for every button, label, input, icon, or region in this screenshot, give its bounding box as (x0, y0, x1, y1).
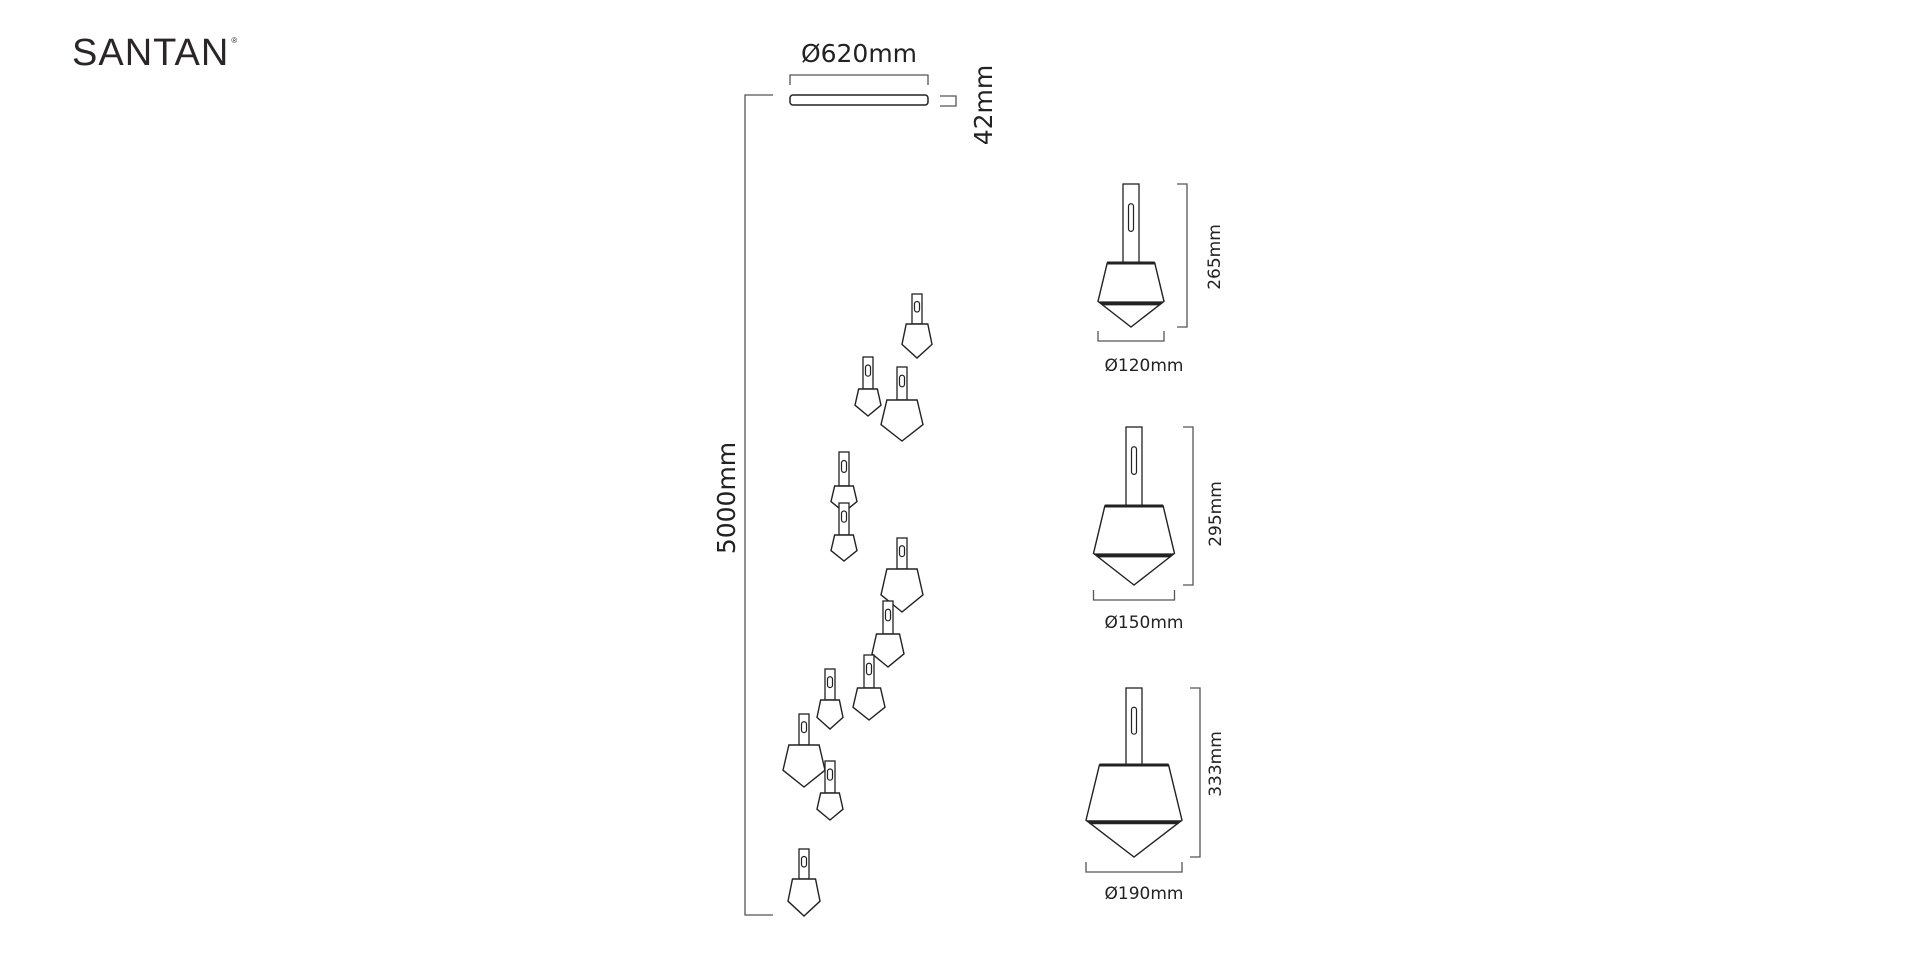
stem-slot (840, 510, 848, 523)
stem (798, 848, 810, 880)
stem (911, 293, 923, 325)
detail-3-diameter-label: Ø190mm (1105, 884, 1184, 904)
detail-1-diameter-label: Ø120mm (1105, 356, 1184, 376)
stem-slot (913, 300, 921, 313)
detail-3-width-bracket (1085, 862, 1183, 873)
stem (824, 760, 836, 794)
glass-shade (830, 485, 858, 513)
stem (1122, 183, 1140, 264)
detail-2-height-label: 295mm (1206, 481, 1226, 547)
stem (862, 356, 874, 390)
pendant-9 (816, 668, 844, 730)
pendant-10 (782, 713, 826, 788)
canopy-diameter-label: Ø620mm (801, 39, 917, 68)
registered-mark: ® (231, 36, 239, 45)
pendant-4 (830, 451, 858, 513)
overall-drop-bracket (744, 94, 773, 916)
glass-shade (830, 534, 858, 562)
stem-slot (1130, 446, 1138, 475)
pendant-11 (816, 760, 844, 821)
canopy (789, 94, 929, 106)
detail-1-width-bracket (1097, 331, 1165, 342)
pendant-2 (854, 356, 882, 417)
detail-3-height-label: 333mm (1206, 731, 1226, 797)
stem (824, 668, 836, 701)
stem-slot (1127, 203, 1135, 232)
stem-slot (826, 676, 834, 689)
stem-slot (826, 768, 834, 781)
detail-3-height-bracket (1190, 687, 1201, 858)
detail-pendant-2 (1092, 426, 1176, 586)
detail-2-height-bracket (1183, 426, 1194, 586)
pendant-detail-drawings (1085, 183, 1201, 873)
shade-band (1098, 301, 1164, 306)
canopy-height-bracket (940, 95, 957, 107)
stem-slot (800, 721, 808, 734)
stem (798, 713, 810, 746)
glass-shade (1097, 262, 1165, 328)
detail-2-width-bracket (1092, 590, 1176, 601)
glass-shade (782, 744, 826, 788)
stem (896, 537, 908, 570)
pendant-7 (871, 600, 905, 668)
stem (863, 654, 875, 689)
detail-2-diameter-label: Ø150mm (1105, 613, 1184, 633)
glass-shade (901, 323, 933, 359)
detail-pendant-1 (1097, 183, 1165, 328)
pendant-8 (852, 654, 886, 721)
stem-slot (865, 662, 873, 676)
brand-logo: SANTAN® (72, 32, 238, 75)
brand-name: SANTAN (72, 32, 230, 74)
stem (1125, 426, 1143, 507)
glass-shade (787, 878, 821, 917)
pendant-12 (787, 848, 821, 917)
glass-shade (1085, 764, 1183, 858)
stem-slot (898, 545, 906, 558)
main-fixture-drawing (357, 0, 957, 917)
overall-drop-label: 5000mm (712, 442, 741, 554)
stem-slot (864, 364, 872, 377)
detail-1-height-bracket (1177, 183, 1188, 328)
detail-1-height-label: 265mm (1205, 224, 1225, 290)
shade-band (1086, 820, 1182, 825)
glass-shade (816, 792, 844, 821)
stem (1125, 687, 1143, 766)
canopy-width-bracket (789, 74, 929, 85)
stem-slot (1130, 706, 1138, 735)
glass-shade (1092, 505, 1176, 586)
glass-shade (852, 687, 886, 721)
#222222 (357, 0, 868, 105)
pendant-5 (830, 502, 858, 562)
stem (838, 451, 850, 487)
stem (882, 600, 894, 635)
glass-shade (880, 399, 924, 442)
stem-slot (840, 459, 848, 473)
glass-shade (854, 388, 882, 417)
canopy-height-label: 42mm (969, 65, 998, 146)
detail-pendant-3 (1085, 687, 1183, 858)
pendant-3 (880, 366, 924, 442)
glass-shade (816, 699, 844, 730)
stem-slot (898, 374, 906, 388)
glass-shade (871, 633, 905, 668)
stem (838, 502, 850, 536)
#222222 (503, 0, 844, 105)
stem-slot (884, 608, 892, 622)
stem-slot (800, 855, 808, 868)
pendant-1 (901, 293, 933, 359)
stem (896, 366, 908, 401)
shade-band (1093, 553, 1175, 558)
